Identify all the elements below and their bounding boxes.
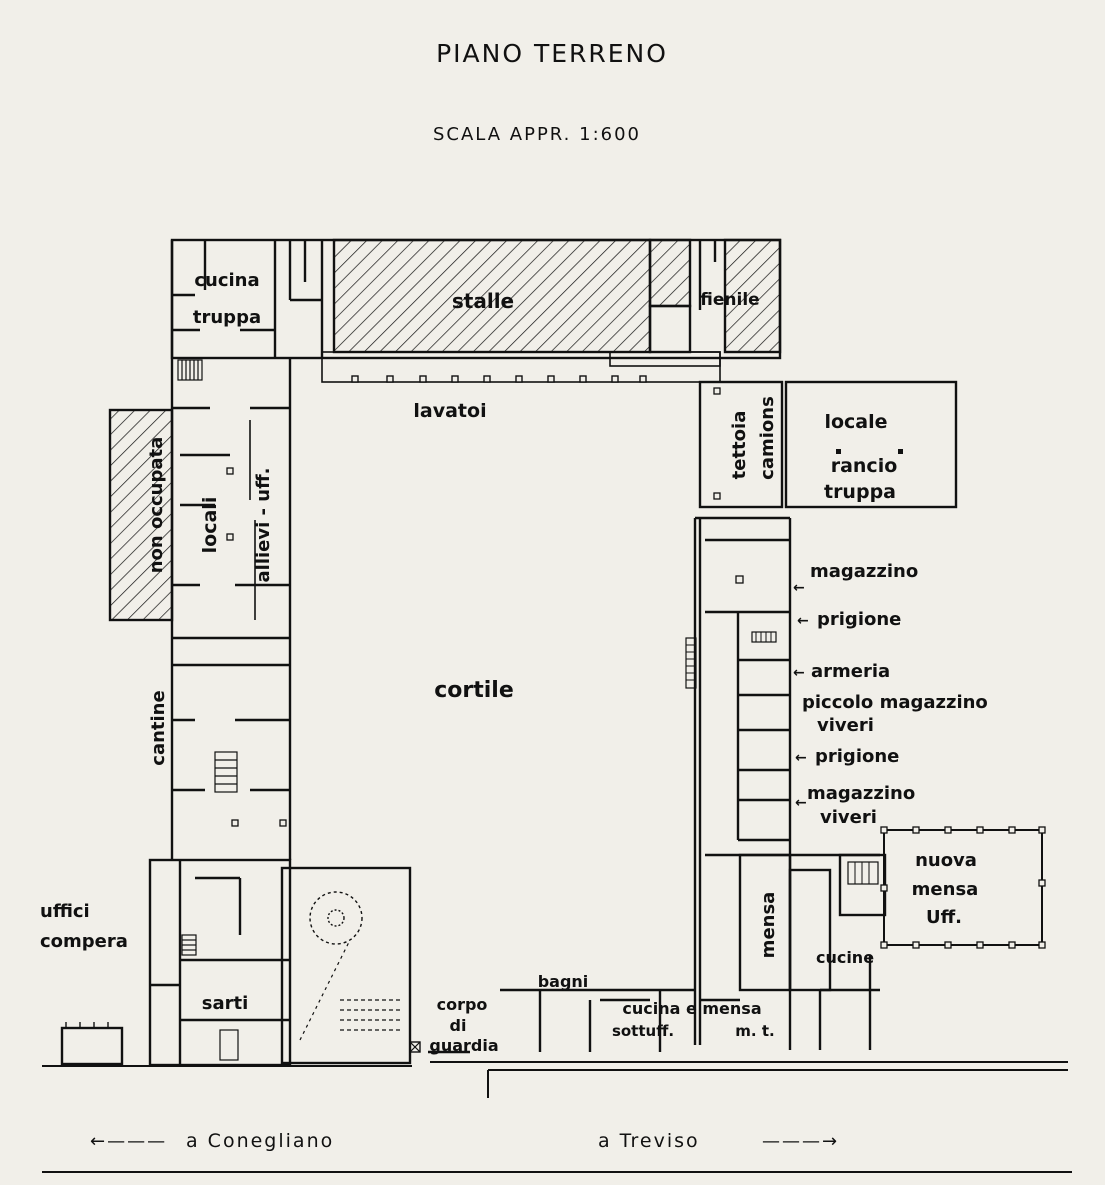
room-label-mensa-vertical: mensa: [758, 892, 779, 959]
room-label-corpo: corpo: [437, 995, 488, 1014]
arrow-armeria: ←: [793, 665, 805, 681]
arrow-prigione-1: ←: [797, 613, 809, 629]
room-label-viveri-1: viveri: [817, 715, 874, 736]
arrow-treviso: ———→: [762, 1131, 839, 1152]
south-west-block: [60, 858, 421, 1067]
room-label-cantine: cantine: [148, 690, 169, 765]
arrow-magazzino: ←: [793, 580, 805, 596]
north-wing: [170, 238, 782, 383]
arrow-conegliano: ←———: [90, 1131, 167, 1152]
room-label-sarti: sarti: [202, 993, 249, 1014]
room-label-allievi: allievi - uff.: [253, 467, 274, 582]
room-label-lavatoi: lavatoi: [413, 400, 486, 422]
road: [42, 1061, 1072, 1173]
south-row: [428, 988, 740, 1054]
room-label-rancio: rancio: [831, 455, 898, 477]
room-label-tettoia: tettoia: [729, 411, 750, 480]
direction-conegliano: a Conegliano: [186, 1130, 334, 1152]
room-label-truppa: truppa: [193, 307, 261, 328]
room-label-viveri-2: viveri: [820, 807, 877, 828]
room-label-uff: Uff.: [926, 907, 962, 928]
room-label-guardia: guardia: [429, 1036, 498, 1055]
arrow-magazzino-2: ←: [795, 795, 807, 811]
room-label-cucine: cucine: [816, 948, 874, 967]
room-label-uffici: uffici: [40, 901, 90, 922]
direction-treviso: a Treviso: [598, 1130, 700, 1152]
room-label-fienile: fienile: [700, 290, 759, 310]
room-label-compera: compera: [40, 931, 128, 952]
fienile-area-right: [723, 238, 782, 354]
room-label-nuova: nuova: [915, 850, 977, 871]
page-title: PIANO TERRENO: [436, 39, 668, 68]
room-label-truppa-rancio: truppa: [824, 481, 896, 503]
room-label-magazzino: magazzino: [810, 561, 918, 582]
room-label-sottuff: sottuff.: [612, 1022, 674, 1040]
arrow-prigione-2: ←: [795, 750, 807, 766]
room-label-cucina-e-mensa: cucina e mensa: [622, 999, 761, 1018]
stairs-north: [177, 359, 203, 381]
room-label-bagni: bagni: [538, 972, 589, 991]
room-label-prigione-2: prigione: [815, 746, 899, 767]
non-occupata-area: [108, 408, 174, 622]
room-label-mt: m. t.: [735, 1022, 774, 1040]
garden-rows: [340, 999, 400, 1031]
room-label-stalle: stalle: [452, 289, 514, 313]
room-label-armeria: armeria: [811, 661, 890, 682]
room-label-magazzino-2: magazzino: [807, 783, 915, 804]
lavatoi-pillars: [351, 375, 647, 383]
room-label-locali: locali: [199, 497, 221, 554]
courtyard-label: cortile: [434, 678, 514, 703]
room-label-di: di: [450, 1016, 467, 1035]
room-label-piccolo-magazzino: piccolo magazzino: [802, 692, 988, 713]
room-label-mensa-uff: mensa: [912, 879, 979, 900]
nuova-mensa-outline: [880, 826, 1046, 949]
west-wing: [108, 240, 292, 860]
room-label-camions: camions: [757, 396, 778, 480]
east-wing: [685, 380, 1046, 1050]
scale-label: SCALA APPR. 1:600: [433, 124, 641, 145]
room-label-non-occupata: non occupata: [146, 437, 167, 574]
room-label-cucina: cucina: [194, 270, 259, 291]
stairs-cantine: [214, 751, 238, 793]
fienile-area-left: [648, 238, 692, 308]
stairs-sarti: [181, 934, 239, 1061]
room-label-prigione-1: prigione: [817, 609, 901, 630]
room-label-locale: locale: [824, 411, 887, 433]
